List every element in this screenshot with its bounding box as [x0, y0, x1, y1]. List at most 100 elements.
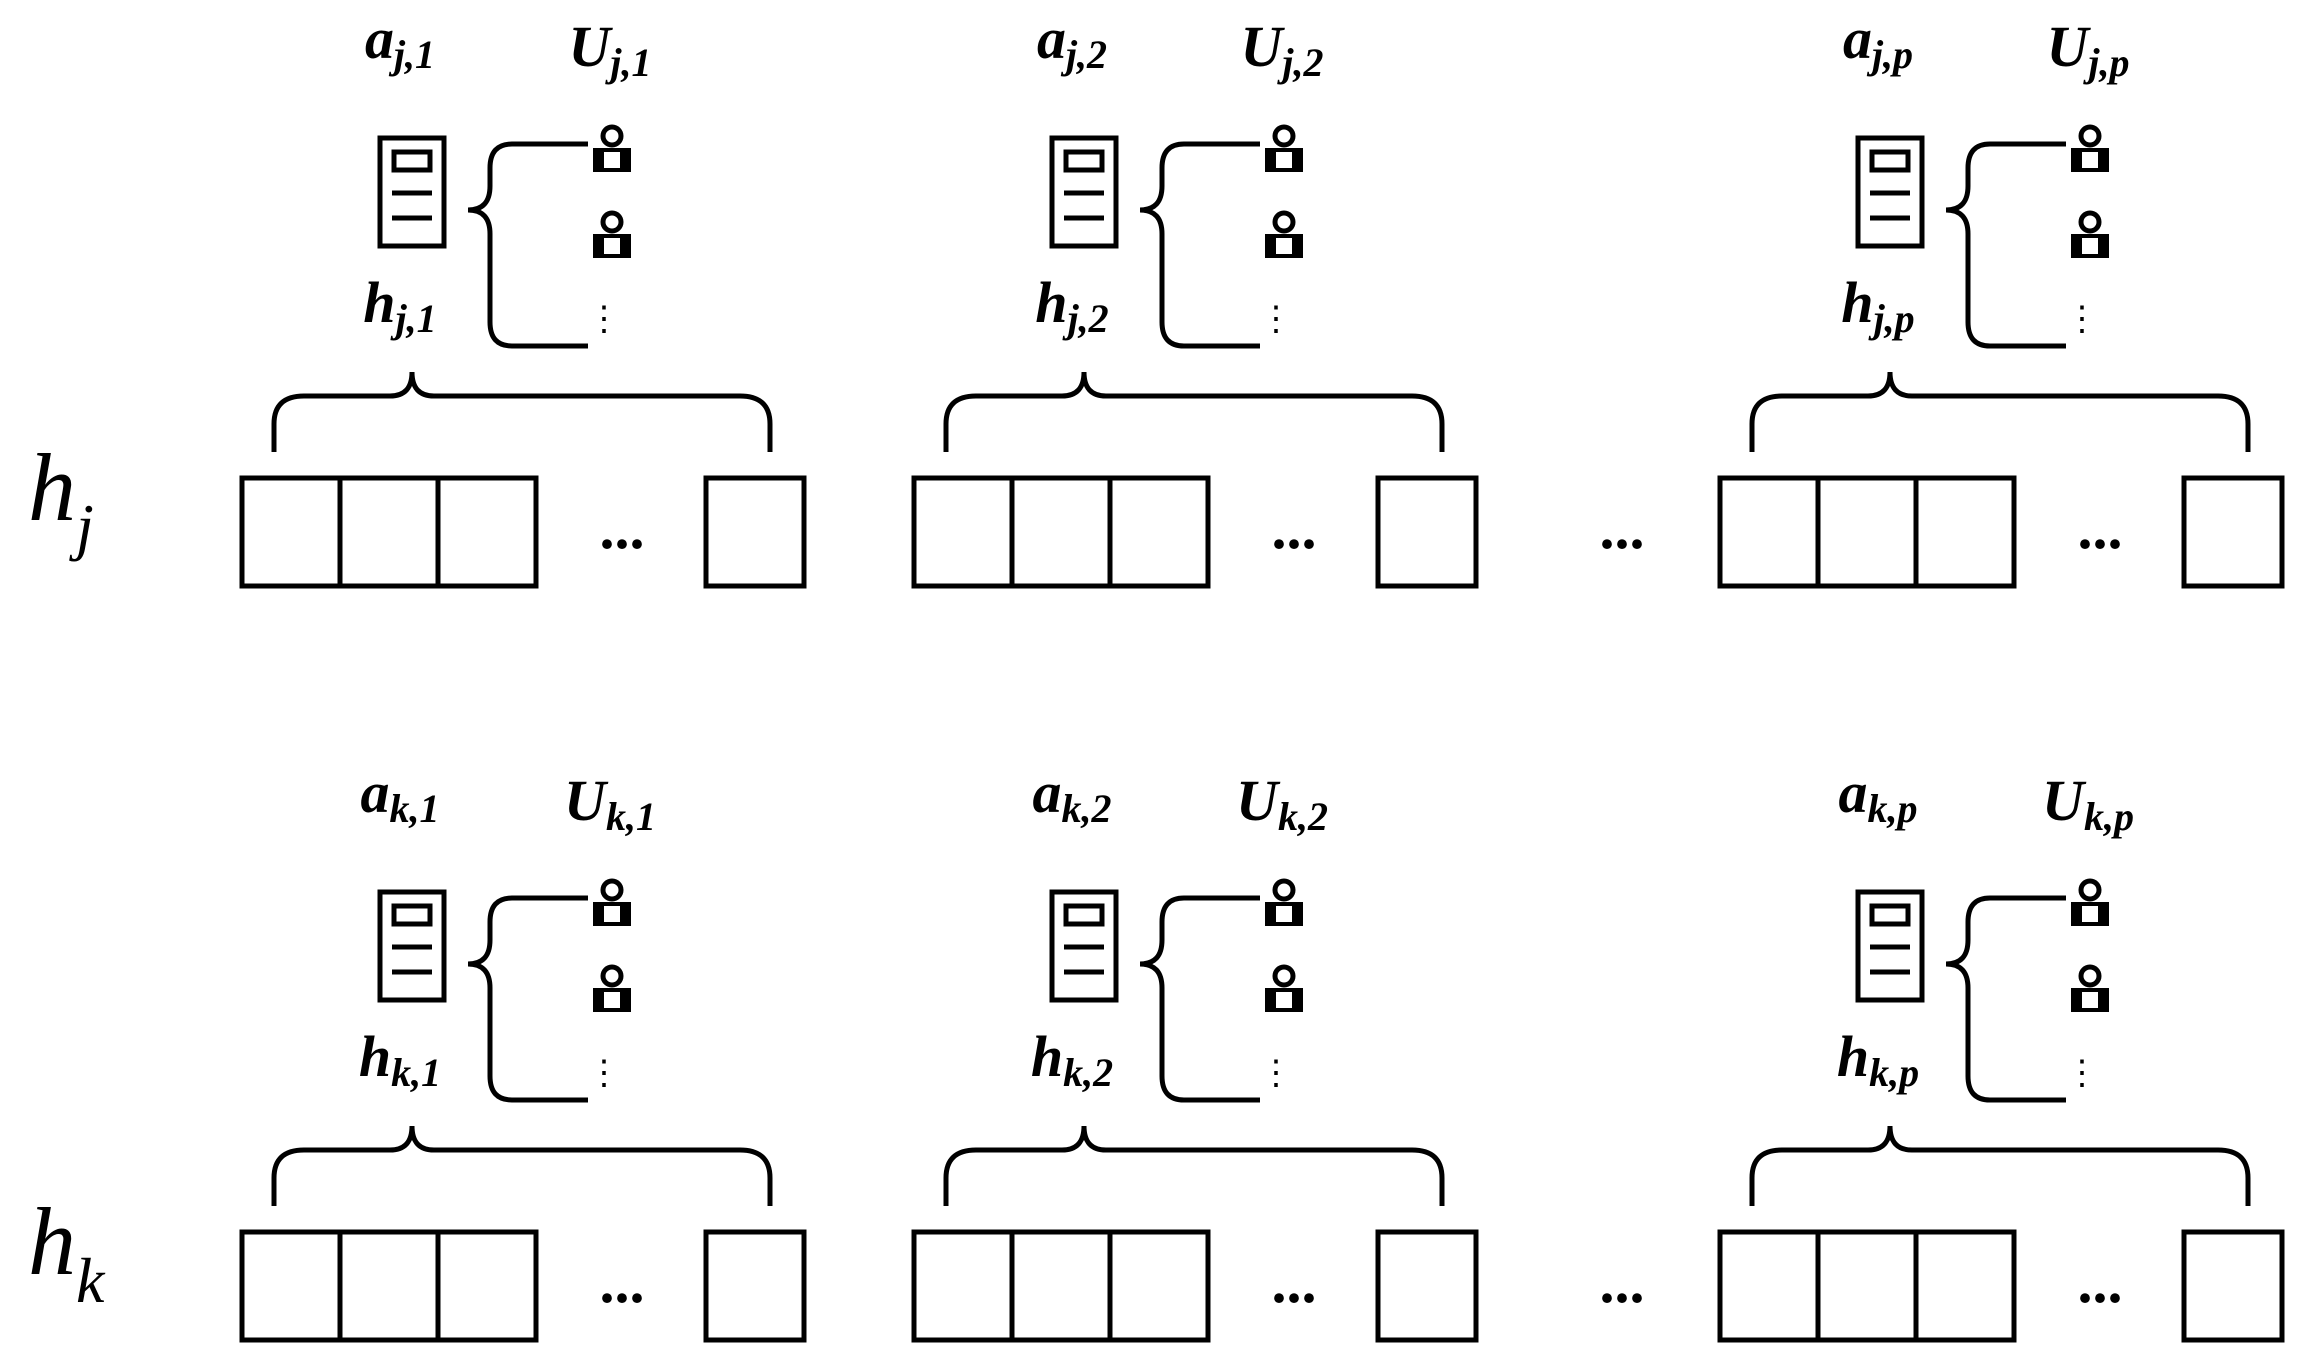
- cells-ellipsis: ...: [2078, 495, 2123, 561]
- hash-label-main: h: [363, 270, 395, 335]
- bucket-cell: [703, 1229, 807, 1343]
- attribute-label: ak,2: [1033, 760, 1112, 831]
- document-icon: [1049, 135, 1119, 249]
- bucket-brace: [943, 1125, 1445, 1206]
- user-icon: [593, 964, 631, 1012]
- bucket-cells: [911, 475, 1479, 589]
- user-set-label-main: U: [564, 768, 609, 833]
- user-icon: [2071, 878, 2109, 926]
- bucket-cell: [239, 1229, 343, 1343]
- cells-ellipsis: ...: [2078, 1249, 2123, 1315]
- bucket-cell: [239, 475, 343, 589]
- row-label-main: h: [28, 1188, 76, 1295]
- hash-label-main: h: [359, 1024, 391, 1089]
- bucket-cells: [911, 1229, 1479, 1343]
- hash-label-main: h: [1837, 1024, 1869, 1089]
- more-users-ellipsis: ⋮: [1259, 301, 1293, 338]
- hash-label-subscript: j,2: [1062, 296, 1109, 341]
- bucket-cells: [1717, 1229, 2285, 1343]
- user-group-brace: [467, 895, 588, 1103]
- more-users-ellipsis: ⋮: [587, 301, 621, 338]
- attribute-label: aj,p: [1843, 6, 1913, 77]
- hash-label: hj,2: [1035, 270, 1108, 341]
- user-set-label-main: U: [2042, 768, 2087, 833]
- bucket-cell: [435, 475, 539, 589]
- bucket-cell: [911, 1229, 1015, 1343]
- user-set-label-subscript: k,p: [2084, 794, 2134, 839]
- bucket-cell: [911, 475, 1015, 589]
- more-users-ellipsis: ⋮: [2065, 1055, 2099, 1092]
- bucket-cell: [1913, 475, 2017, 589]
- user-set-label-subscript: k,1: [606, 794, 656, 839]
- user-icon: [2071, 210, 2109, 258]
- user-set-label-main: U: [1240, 14, 1285, 79]
- between-groups-ellipsis: ...: [1600, 495, 1645, 561]
- user-icon: [2071, 964, 2109, 1012]
- hash-label: hj,1: [363, 270, 436, 341]
- hash-label-subscript: k,1: [391, 1050, 441, 1095]
- user-set-label-main: U: [2046, 14, 2091, 79]
- bucket-cells: [239, 1229, 807, 1343]
- bucket-cell: [435, 1229, 539, 1343]
- user-icon: [593, 124, 631, 172]
- hash-label-subscript: j,1: [390, 296, 437, 341]
- bucket-brace: [943, 371, 1445, 452]
- user-set-label-main: U: [1236, 768, 1281, 833]
- user-set-label-subscript: j,1: [604, 40, 651, 85]
- bucket-cells: [239, 475, 807, 589]
- user-icon: [1265, 964, 1303, 1012]
- bucket-cell: [1815, 475, 1919, 589]
- attribute-label: aj,2: [1037, 6, 1107, 77]
- hash-label-main: h: [1035, 270, 1067, 335]
- attribute-label: aj,1: [365, 6, 435, 77]
- user-set-label: Uk,2: [1236, 768, 1328, 839]
- more-users-ellipsis: ⋮: [587, 1055, 621, 1092]
- user-icon: [593, 210, 631, 258]
- bucket-cell: [2181, 475, 2285, 589]
- bucket-brace: [271, 1125, 773, 1206]
- cells-ellipsis: ...: [1272, 1249, 1317, 1315]
- attribute-label: ak,p: [1839, 760, 1918, 831]
- user-set-label-subscript: j,p: [2082, 40, 2129, 85]
- user-group-brace: [467, 141, 588, 349]
- bucket-cell: [1009, 1229, 1113, 1343]
- bucket-cell: [1375, 475, 1479, 589]
- user-icon: [1265, 210, 1303, 258]
- user-set-label: Uj,2: [1240, 14, 1323, 85]
- hash-label-subscript: j,p: [1868, 296, 1915, 341]
- hash-label: hj,p: [1841, 270, 1914, 341]
- bucket-brace: [1749, 371, 2251, 452]
- hash-label-main: h: [1031, 1024, 1063, 1089]
- document-icon: [377, 889, 447, 1003]
- user-group-brace: [1945, 895, 2066, 1103]
- attribute-label-subscript: k,1: [390, 786, 440, 831]
- document-icon: [1855, 135, 1925, 249]
- bucket-cell: [1717, 1229, 1821, 1343]
- user-set-label: Uj,1: [568, 14, 651, 85]
- hash-label-main: h: [1841, 270, 1873, 335]
- user-set-label-subscript: j,2: [1276, 40, 1323, 85]
- bucket-cell: [337, 475, 441, 589]
- user-group-brace: [1139, 141, 1260, 349]
- hash-label-subscript: k,p: [1869, 1050, 1919, 1095]
- row-label: hj: [28, 434, 94, 562]
- user-set-label-subscript: k,2: [1278, 794, 1328, 839]
- more-users-ellipsis: ⋮: [2065, 301, 2099, 338]
- bucket-brace: [271, 371, 773, 452]
- attribute-label-subscript: k,p: [1868, 786, 1918, 831]
- cells-ellipsis: ...: [600, 495, 645, 561]
- document-icon: [1049, 889, 1119, 1003]
- user-group-brace: [1139, 895, 1260, 1103]
- user-icon: [1265, 124, 1303, 172]
- user-icon: [2071, 124, 2109, 172]
- bucket-cell: [1107, 1229, 1211, 1343]
- bucket-brace: [1749, 1125, 2251, 1206]
- attribute-label: ak,1: [361, 760, 440, 831]
- hash-label: hk,2: [1031, 1024, 1113, 1095]
